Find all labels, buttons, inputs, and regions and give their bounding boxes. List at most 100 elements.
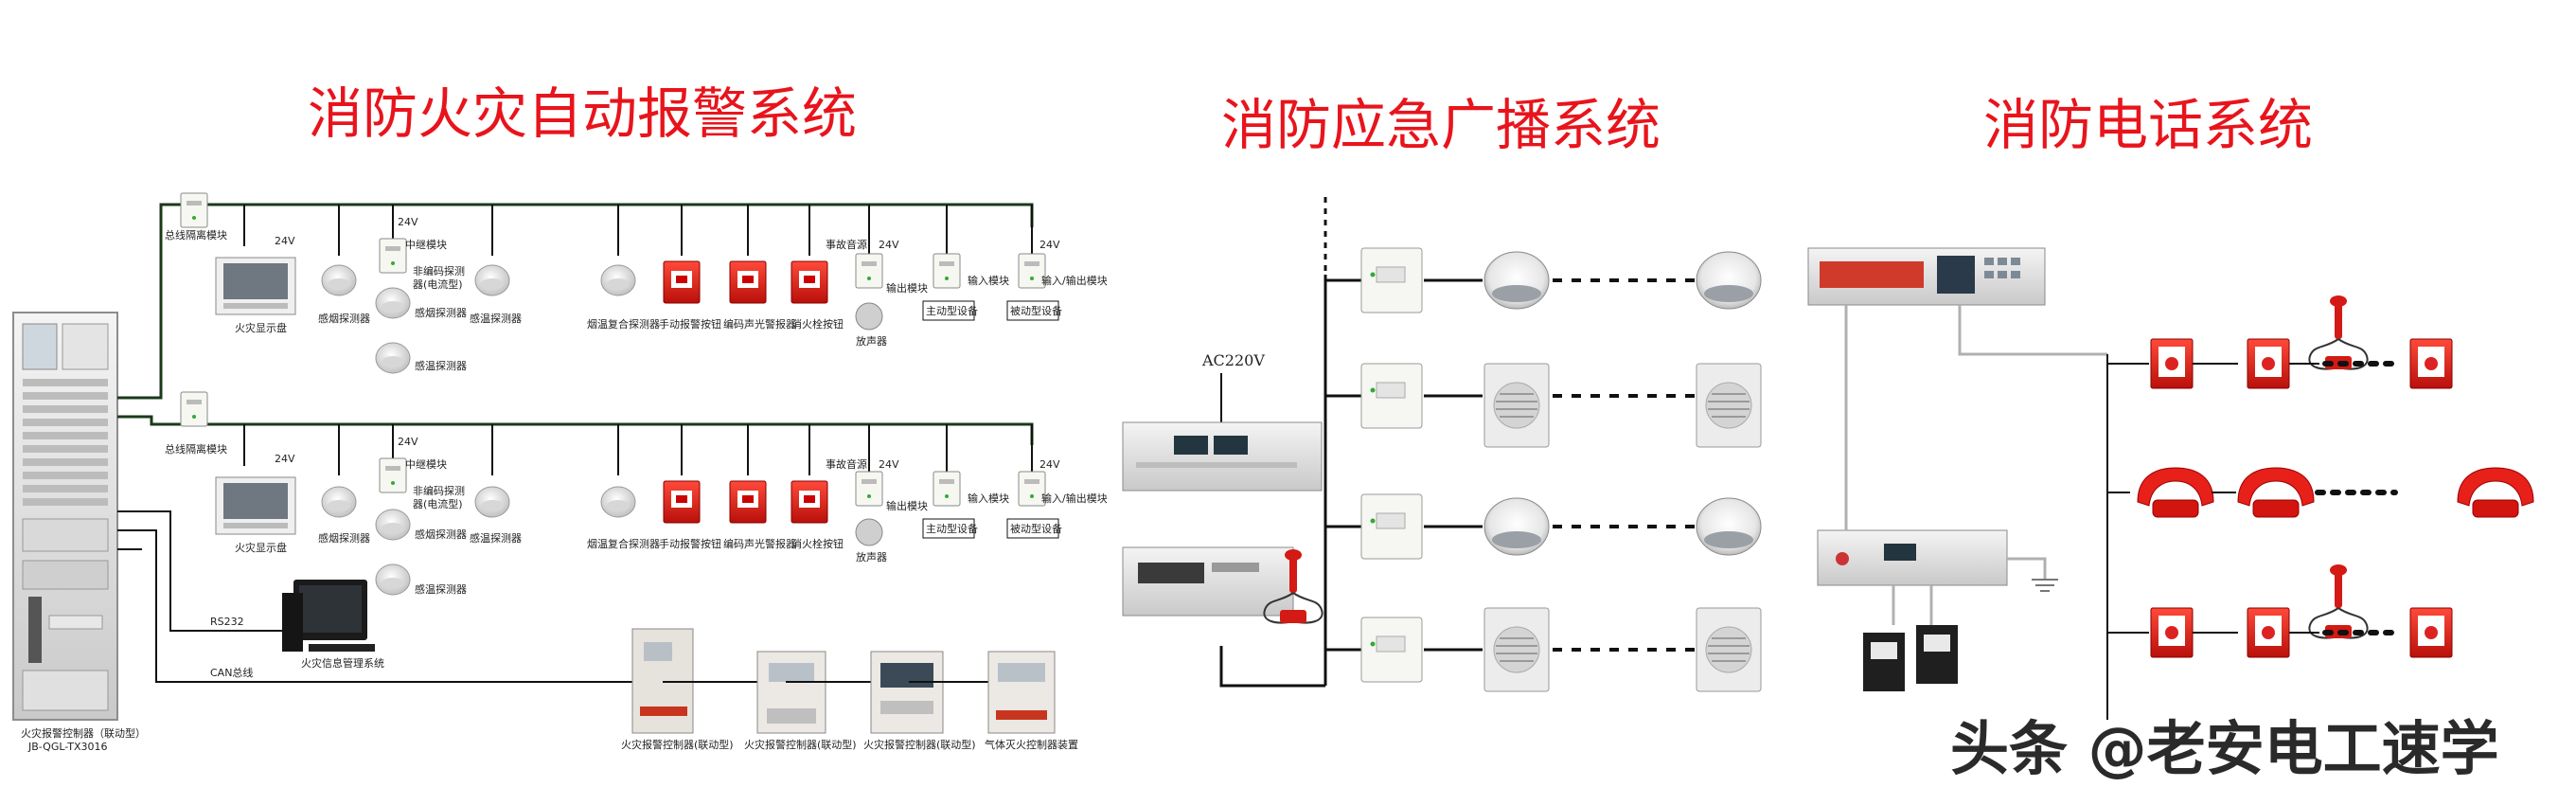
heat-detector: 感温探测器 — [470, 264, 522, 325]
fire-telephone-system — [1807, 247, 2534, 720]
svg-text:输入/输出模块: 输入/输出模块 — [1041, 492, 1108, 505]
svg-text:放声器: 放声器 — [856, 334, 887, 348]
svg-text:24V: 24V — [398, 216, 418, 228]
can-bus-label: CAN总线 — [210, 666, 253, 679]
svg-text:总线隔离模块: 总线隔离模块 — [165, 442, 227, 456]
svg-text:24V: 24V — [275, 453, 295, 465]
smoke-detector-2: 感烟探测器 — [318, 486, 370, 545]
info-management-computer: RS232 火灾信息管理系统 — [210, 580, 384, 670]
svg-text:输入/输出模块: 输入/输出模块 — [1041, 274, 1108, 287]
info-system-label: 火灾信息管理系统 — [301, 656, 384, 670]
controller-label-line1: 火灾报警控制器（联动型） — [21, 726, 146, 740]
broadcast-branch-1 — [1325, 247, 1762, 313]
svg-text:中继模块: 中继模块 — [405, 458, 447, 471]
svg-text:感烟探测器: 感烟探测器 — [415, 528, 467, 541]
svg-text:感烟探测器: 感烟探测器 — [318, 312, 370, 325]
repeater-panel-2: 24V 火灾显示盘 — [215, 453, 296, 554]
svg-text:事故音源: 事故音源 — [826, 238, 867, 251]
telephone-host — [1807, 247, 2046, 306]
smoke-detector: 感烟探测器 — [318, 264, 370, 325]
svg-text:24V: 24V — [1039, 239, 1060, 251]
svg-text:手动报警按钮: 手动报警按钮 — [659, 317, 721, 331]
svg-text:被动型设备: 被动型设备 — [1010, 522, 1062, 535]
handset-icon — [2308, 295, 2369, 370]
svg-text:感烟探测器: 感烟探测器 — [318, 531, 370, 545]
sub-controller-2-label: 火灾报警控制器(联动型) — [744, 738, 857, 751]
sub-controllers: 火灾报警控制器(联动型) 火灾报警控制器(联动型) 火灾报警控制器(联动型) 气… — [621, 628, 1078, 751]
sub-controller-4-label: 气体灭火控制器装置 — [985, 738, 1078, 751]
controller-label-line2: JB-QGL-TX3016 — [27, 741, 108, 753]
svg-text:感温探测器: 感温探测器 — [415, 360, 467, 372]
composite-detector: 烟温复合探测器 — [587, 264, 660, 331]
svg-text:烟温复合探测器: 烟温复合探测器 — [587, 537, 660, 550]
heat-detector-2: 感温探测器 — [470, 486, 522, 545]
svg-text:火灾显示盘: 火灾显示盘 — [235, 321, 287, 334]
input-module-2: 输入模块 主动型设备 — [922, 471, 1009, 539]
fire-alarm-controller-cabinet — [12, 312, 118, 721]
svg-text:24V: 24V — [398, 436, 418, 448]
svg-text:非编码探测: 非编码探测 — [413, 484, 465, 497]
svg-text:编码声光警报器: 编码声光警报器 — [723, 317, 796, 331]
svg-text:感温探测器: 感温探测器 — [470, 532, 522, 545]
svg-text:被动型设备: 被动型设备 — [1010, 304, 1062, 317]
sub-controller-3-label: 火灾报警控制器(联动型) — [863, 738, 976, 751]
svg-text:主动型设备: 主动型设备 — [926, 304, 978, 317]
backup-batteries — [1863, 625, 1958, 691]
telephone-extension-row — [2137, 467, 2534, 518]
svg-text:输入模块: 输入模块 — [968, 274, 1009, 287]
coded-sounder-strobe: 编码声光警报器 — [723, 260, 796, 331]
isolator-module-2: 总线隔离模块 — [165, 391, 227, 456]
sub-controller-1-label: 火灾报警控制器(联动型) — [621, 738, 734, 751]
io-module-2: 24V 输入/输出模块 被动型设备 — [1006, 458, 1108, 539]
svg-text:输出模块: 输出模块 — [886, 281, 928, 295]
svg-text:消火栓按钮: 消火栓按钮 — [791, 317, 844, 331]
output-module-sounder: 事故音源 24V 输出模块 放声器 — [826, 238, 928, 348]
hydrant-button: 消火栓按钮 — [791, 260, 844, 331]
svg-text:非编码探测: 非编码探测 — [413, 264, 465, 277]
svg-text:感烟探测器: 感烟探测器 — [415, 306, 467, 319]
handset-icon-2 — [2308, 564, 2369, 639]
broadcast-branch-4 — [1325, 607, 1762, 692]
loop-row-1: 总线隔离模块 24V 火灾显示盘 感烟探测器 24V 中继模块 非编码探测 — [165, 192, 1108, 374]
manual-call-point-2: 手动报警按钮 — [659, 480, 721, 550]
svg-text:中继模块: 中继模块 — [405, 239, 447, 251]
svg-text:手动报警按钮: 手动报警按钮 — [659, 537, 721, 550]
rs232-label: RS232 — [210, 616, 244, 628]
svg-text:感温探测器: 感温探测器 — [470, 313, 522, 325]
fire-alarm-system: 火灾报警控制器（联动型） JB-QGL-TX3016 总线隔离模块 24V 火灾… — [12, 192, 1108, 753]
svg-text:放声器: 放声器 — [856, 550, 887, 564]
repeater-panel: 24V 火灾显示盘 — [215, 235, 296, 334]
io-module: 24V 输入/输出模块 被动型设备 — [1006, 239, 1108, 321]
fire-telephone-system-title: 消防电话系统 — [1983, 93, 2313, 157]
relay-module-2: 24V 中继模块 非编码探测 器(电流型) 感烟探测器 感温探测器 — [375, 436, 467, 596]
broadcast-branch-3 — [1325, 493, 1762, 560]
telephone-power-supply — [1817, 529, 2008, 586]
relay-module: 24V 中继模块 非编码探测 器(电流型) 感烟探测器 感温探测器 — [375, 216, 467, 374]
telephone-callpoint-row — [2150, 564, 2453, 658]
broadcast-trunk — [1219, 275, 1327, 688]
svg-text:编码声光警报器: 编码声光警报器 — [723, 537, 796, 550]
manual-call-point: 手动报警按钮 — [659, 260, 721, 331]
power-supply-unit — [1122, 421, 1323, 492]
svg-text:输入模块: 输入模块 — [968, 492, 1009, 505]
svg-text:24V: 24V — [1039, 458, 1060, 471]
svg-text:烟温复合探测器: 烟温复合探测器 — [587, 317, 660, 331]
output-module-sounder-2: 事故音源 24V 输出模块 放声器 — [826, 457, 928, 564]
svg-text:消火栓按钮: 消火栓按钮 — [791, 537, 844, 550]
broadcast-branch-2 — [1325, 363, 1762, 448]
svg-text:事故音源: 事故音源 — [826, 457, 867, 471]
broadcast-amplifier — [1122, 546, 1324, 624]
svg-text:主动型设备: 主动型设备 — [926, 522, 978, 535]
input-module: 输入模块 主动型设备 — [922, 253, 1009, 321]
emergency-broadcast-system-title: 消防应急广播系统 — [1221, 93, 1661, 157]
hydrant-button-2: 消火栓按钮 — [791, 480, 844, 550]
svg-text:器(电流型): 器(电流型) — [413, 497, 463, 510]
svg-text:感温探测器: 感温探测器 — [415, 583, 467, 596]
svg-text:输出模块: 输出模块 — [886, 499, 928, 512]
svg-text:24V: 24V — [879, 239, 899, 251]
isolator-module: 总线隔离模块 — [165, 192, 227, 242]
emergency-broadcast-system: AC220V — [1122, 197, 1762, 692]
svg-text:器(电流型): 器(电流型) — [413, 277, 463, 291]
svg-text:总线隔离模块: 总线隔离模块 — [165, 228, 227, 242]
